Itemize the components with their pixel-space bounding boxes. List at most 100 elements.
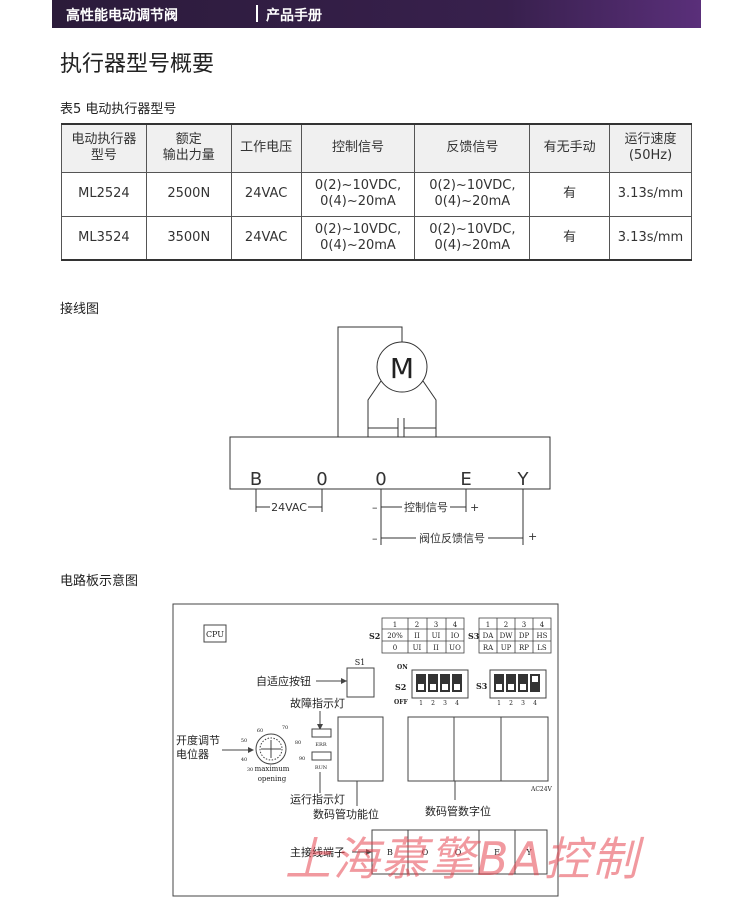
header-cell: 工作电压 xyxy=(230,123,302,173)
actuator-terminal-block xyxy=(229,436,551,490)
cell-force: 3500N xyxy=(145,215,232,261)
header-section: 产品手册 xyxy=(266,8,322,24)
dial-mark: 30 xyxy=(247,767,253,773)
motor-circle xyxy=(376,341,428,393)
s3-cell: RA xyxy=(483,644,494,652)
s3-col: 4 xyxy=(540,621,545,629)
cell-model: ML3524 xyxy=(61,215,147,261)
dip-on-label: ON xyxy=(397,664,408,671)
s3-col: 2 xyxy=(504,621,508,629)
s2-col: 1 xyxy=(393,621,397,629)
minus-sign: – xyxy=(372,501,378,514)
s2-cell: UI xyxy=(432,632,441,640)
dial-mark: 50 xyxy=(241,738,247,744)
table-caption: 表5 电动执行器型号 xyxy=(60,102,177,117)
cell-feedback: 0(2)~10VDC,0(4)~20mA xyxy=(414,171,531,217)
s3-setting-table xyxy=(478,617,552,654)
err-led xyxy=(311,728,332,738)
dip-number: 4 xyxy=(533,700,537,707)
table-header-row: 电动执行器型号 额定输出力量 工作电压 控制信号 反馈信号 有无手动 运行速度(… xyxy=(61,123,692,173)
run-label: RUN xyxy=(315,765,328,771)
dip-number: 4 xyxy=(455,700,459,707)
terminal-label: Y xyxy=(517,469,530,490)
watermark: 上海慕擎BA控制 xyxy=(285,832,641,886)
digit-number-label: 数码管数字位 xyxy=(425,804,491,818)
s1-label: S1 xyxy=(355,658,366,667)
digit-function-label: 数码管功能位 xyxy=(313,807,379,821)
feedback-signal-label: 阀位反馈信号 xyxy=(419,531,485,545)
adaptive-button xyxy=(346,667,375,698)
cell-model: ML2524 xyxy=(61,171,147,217)
s3-dip-label: S3 xyxy=(476,681,488,691)
dial-mark: 80 xyxy=(295,740,301,746)
cell-force: 2500N xyxy=(145,171,232,217)
header-cell: 运行速度(50Hz) xyxy=(609,123,692,173)
cell-speed: 3.13s/mm xyxy=(609,215,692,261)
terminal-label: B xyxy=(250,469,262,490)
s2-col: 3 xyxy=(434,621,438,629)
table-row: ML2524 2500N 24VAC 0(2)~10VDC,0(4)~20mA … xyxy=(61,171,692,217)
dip-number: 3 xyxy=(521,700,525,707)
s2-label: S2 xyxy=(369,631,380,641)
page-title: 执行器型号概要 xyxy=(60,52,215,77)
terminal-label: E xyxy=(460,469,471,490)
supply-label: 24VAC xyxy=(271,501,307,514)
plus-sign: + xyxy=(528,530,537,543)
s3-cell: DP xyxy=(519,632,530,640)
board-terminal: B xyxy=(387,848,393,857)
s2-cell: IO xyxy=(451,632,460,640)
header-separator xyxy=(256,5,258,22)
main-terminal-block xyxy=(371,829,548,875)
s3-col: 1 xyxy=(486,621,490,629)
header-cell: 额定输出力量 xyxy=(145,123,232,173)
s3-cell: UP xyxy=(501,644,512,652)
board-terminal: E xyxy=(494,848,500,857)
dip-number: 1 xyxy=(419,700,423,707)
s3-col: 3 xyxy=(522,621,526,629)
s2-col: 4 xyxy=(453,621,458,629)
dial-caption: opening xyxy=(258,775,287,783)
digit-function-display xyxy=(337,716,384,782)
s2-cell: 20% xyxy=(387,632,403,640)
main-terminal-label: 主接线端子 xyxy=(290,845,345,859)
board-terminal: Y xyxy=(525,848,532,857)
s3-cell: DW xyxy=(500,632,514,640)
s2-cell: II xyxy=(433,644,439,652)
plus-sign: + xyxy=(470,501,479,514)
header-cell: 反馈信号 xyxy=(414,123,531,173)
s3-cell: RP xyxy=(519,644,529,652)
board-terminal: O xyxy=(455,848,462,857)
s3-cell: LS xyxy=(537,644,547,652)
s2-cell: 0 xyxy=(393,644,397,652)
dip-number: 1 xyxy=(497,700,501,707)
cpu-box xyxy=(203,624,227,643)
cell-speed: 3.13s/mm xyxy=(609,171,692,217)
actuator-model-table: 电动执行器型号 额定输出力量 工作电压 控制信号 反馈信号 有无手动 运行速度(… xyxy=(61,123,692,261)
dial-mark: 70 xyxy=(282,725,288,731)
header-cell: 有无手动 xyxy=(529,123,611,173)
wiring-section-label: 接线图 xyxy=(60,302,100,317)
terminal-label: 0 xyxy=(316,469,327,490)
s3-cell: DA xyxy=(483,632,495,640)
motor-label: M xyxy=(390,352,414,385)
cell-voltage: 24VAC xyxy=(230,215,302,261)
s2-cell: II xyxy=(414,632,420,640)
cell-control: 0(2)~10VDC,0(4)~20mA xyxy=(300,215,416,261)
cell-voltage: 24VAC xyxy=(230,171,302,217)
dip-number: 3 xyxy=(443,700,447,707)
cell-control: 0(2)~10VDC,0(4)~20mA xyxy=(300,171,416,217)
dip-number: 2 xyxy=(431,700,435,707)
dial-mark: 40 xyxy=(241,757,247,763)
fault-led-label: 故障指示灯 xyxy=(290,696,345,710)
s3-label: S3 xyxy=(468,631,480,641)
cell-feedback: 0(2)~10VDC,0(4)~20mA xyxy=(414,215,531,261)
board-terminal: O xyxy=(422,848,429,857)
control-signal-label: 控制信号 xyxy=(404,500,448,514)
run-led-label: 运行指示灯 xyxy=(290,792,345,806)
board-section-label: 电路板示意图 xyxy=(60,574,139,589)
header-cell: 控制信号 xyxy=(300,123,416,173)
table-row: ML3524 3500N 24VAC 0(2)~10VDC,0(4)~20mA … xyxy=(61,215,692,261)
s2-dip-levers xyxy=(416,674,462,692)
s2-cell: UI xyxy=(413,644,422,652)
dip-number: 2 xyxy=(509,700,513,707)
